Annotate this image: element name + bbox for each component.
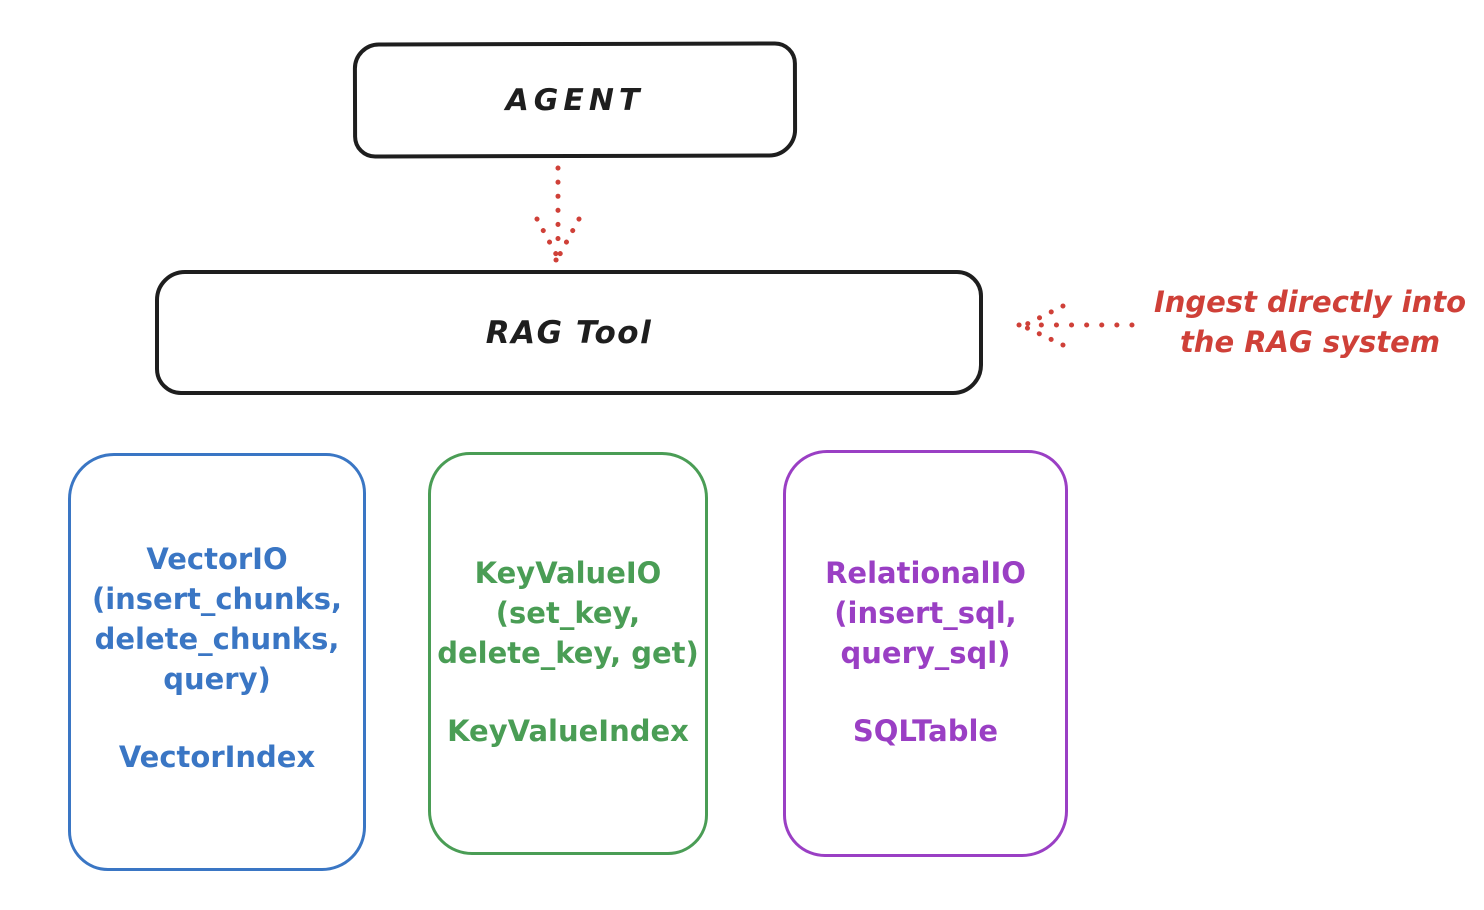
- rag-tool-label: RAG Tool: [485, 314, 653, 351]
- vector-index-label: VectorIndex: [118, 740, 316, 774]
- vector-io-card: VectorIO (insert_chunks, delete_chunks, …: [68, 453, 366, 871]
- keyvalue-index-label: KeyValueIndex: [447, 714, 689, 748]
- sql-table-label: SQLTable: [852, 714, 999, 748]
- relational-io-card: RelationalIO (insert_sql, query_sql) SQL…: [783, 450, 1068, 857]
- ingest-annotation-text: Ingest directly into the RAG system: [1153, 285, 1467, 359]
- relational-io-methods: RelationalIO (insert_sql, query_sql): [825, 556, 1026, 670]
- keyvalue-io-card: KeyValueIO (set_key, delete_key, get) Ke…: [428, 452, 708, 855]
- keyvalue-io-methods: KeyValueIO (set_key, delete_key, get): [437, 556, 699, 670]
- agent-box: AGENT: [352, 41, 798, 159]
- agent-label: AGENT: [505, 82, 645, 118]
- vector-io-methods: VectorIO (insert_chunks, delete_chunks, …: [91, 542, 343, 696]
- rag-tool-box: RAG Tool: [155, 270, 983, 395]
